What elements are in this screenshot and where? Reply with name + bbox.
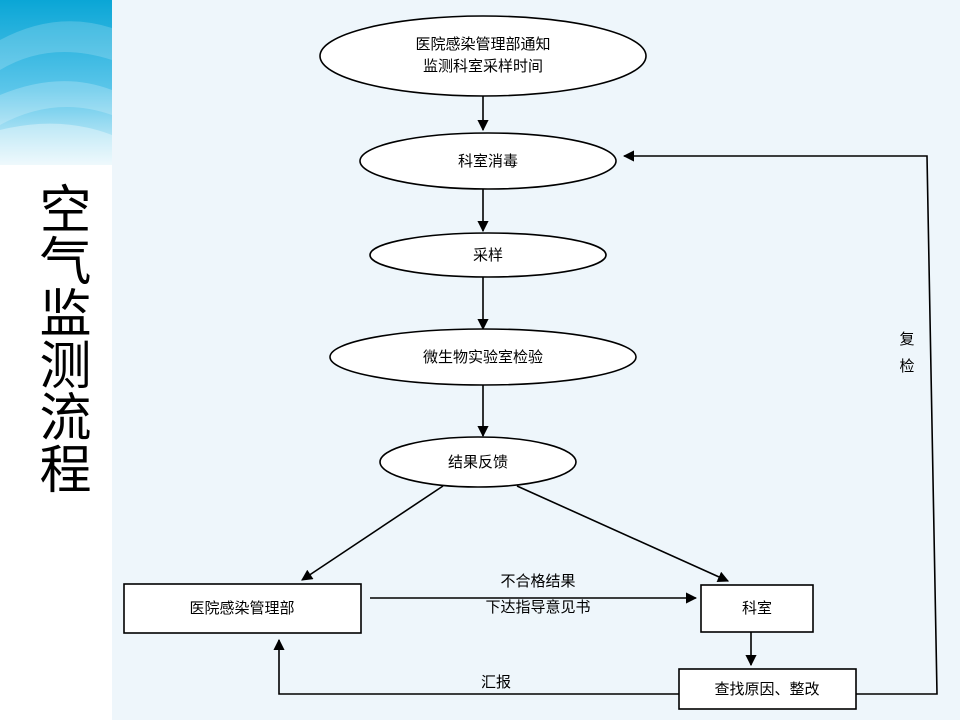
flowchart-canvas: 医院感染管理部通知 监测科室采样时间 科室消毒 采样 微生物实验室检验: [112, 0, 960, 720]
sidebar-gradient: [0, 0, 112, 165]
node-disinfect-shape: [359, 132, 617, 190]
edge-recheck-line2: 检: [899, 357, 914, 375]
node-feedback-label: 结果反馈: [448, 453, 508, 471]
node-dept-mgmt-shape: [123, 583, 362, 634]
edge-feedback-deptmgmt: [301, 485, 444, 581]
node-dept-mgmt: 医院感染管理部: [123, 583, 362, 634]
node-sample-shape: [369, 232, 607, 278]
node-lab-label: 微生物实验室检验: [423, 348, 543, 366]
edge-unqualified-line2: 下达指导意见书: [485, 598, 590, 616]
node-sample-label: 采样: [473, 246, 503, 264]
node-dept-mgmt-label: 医院感染管理部: [189, 599, 294, 617]
node-feedback: 结果反馈: [379, 436, 577, 488]
slide-sidebar: 空气监测流程: [0, 0, 112, 720]
node-disinfect-label: 科室消毒: [458, 152, 518, 170]
edge-feedback-dept: [516, 485, 730, 582]
node-notify-line1: 医院感染管理部通知: [415, 35, 550, 53]
flowchart: 医院感染管理部通知 监测科室采样时间 科室消毒 采样 微生物实验室检验: [123, 15, 938, 710]
node-lab: 微生物实验室检验: [329, 328, 637, 386]
node-fix-shape: [678, 668, 857, 710]
edge-unqualified-line1: 不合格结果: [500, 572, 575, 590]
edge-fix-disinfect: [622, 150, 938, 695]
node-dept-shape: [700, 584, 814, 633]
slide-title: 空气监测流程: [30, 182, 90, 494]
node-dept: 科室: [700, 584, 814, 633]
edge-fix-deptmgmt: [273, 638, 679, 695]
node-sample: 采样: [369, 232, 607, 278]
sidebar-decoration: [0, 0, 112, 165]
node-notify-line2: 监测科室采样时间: [423, 57, 543, 75]
edge-report-label: 汇报: [481, 673, 511, 691]
node-notify-shape: [319, 15, 647, 97]
edge-recheck-line1: 复: [899, 330, 914, 348]
node-disinfect: 科室消毒: [359, 132, 617, 190]
node-fix: 查找原因、整改: [678, 668, 857, 710]
node-fix-label: 查找原因、整改: [714, 680, 819, 698]
node-feedback-shape: [379, 436, 577, 488]
node-dept-label: 科室: [742, 599, 772, 617]
node-notify: 医院感染管理部通知 监测科室采样时间: [319, 15, 647, 97]
